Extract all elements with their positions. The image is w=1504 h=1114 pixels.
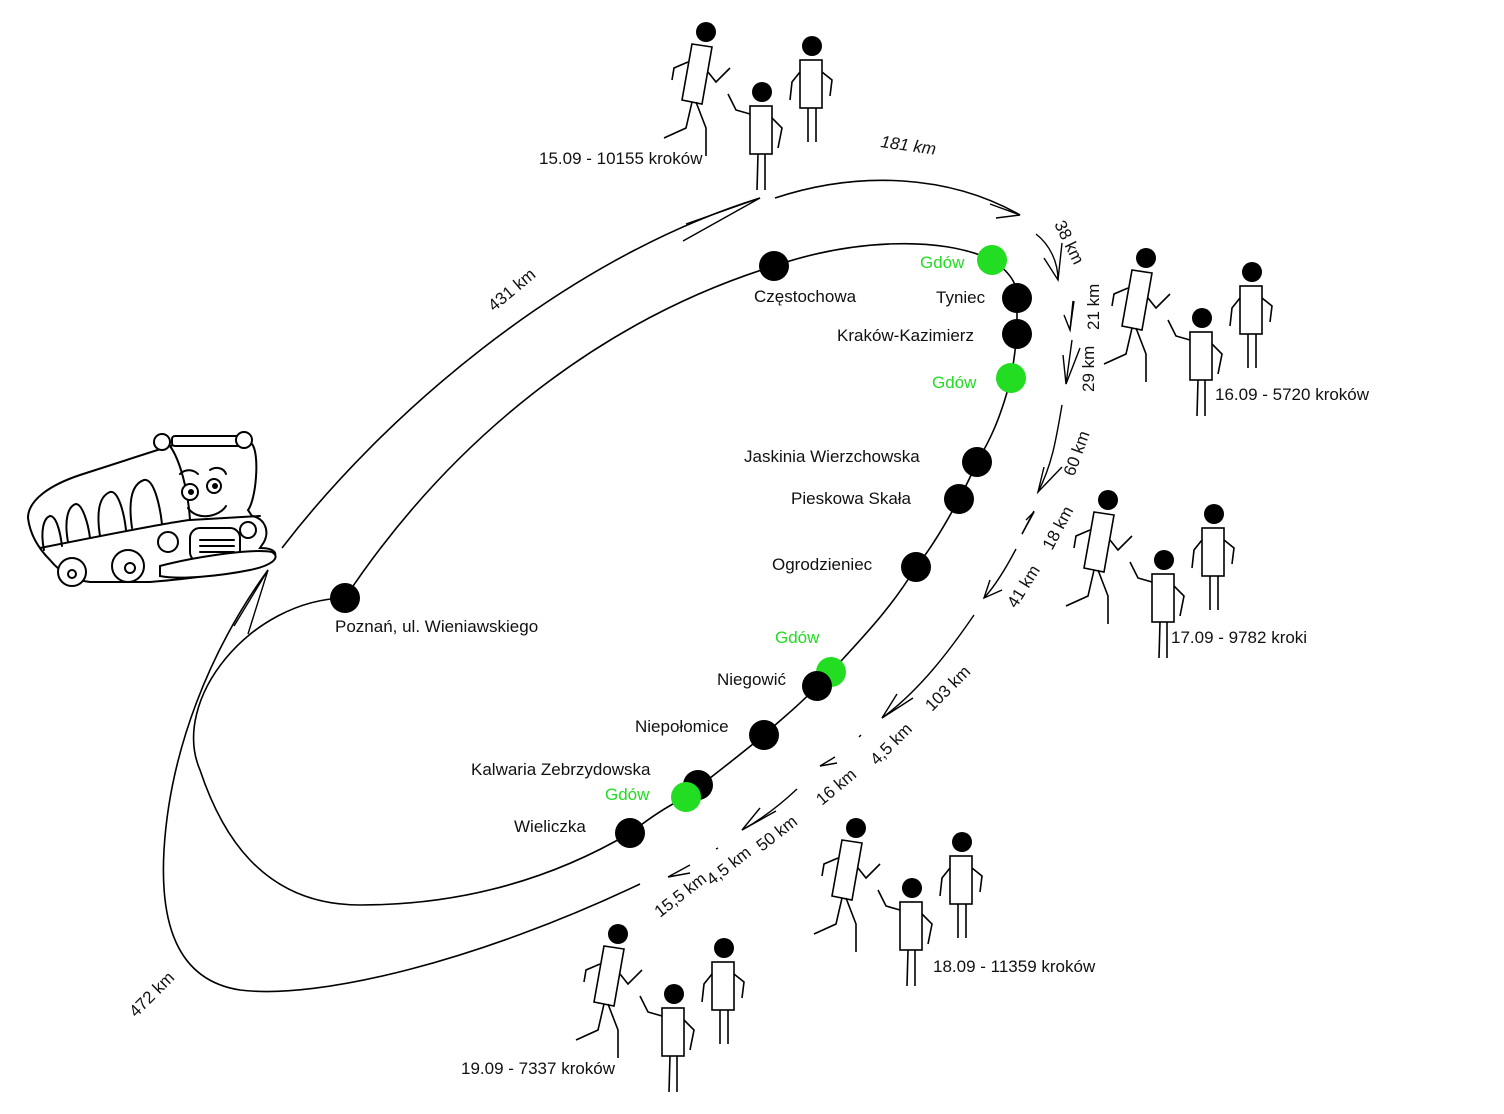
stop-label: Wieliczka: [514, 817, 586, 836]
stop-marker-green: [977, 245, 1007, 275]
distance-label-103: 103 km: [921, 662, 974, 715]
stop-marker-green: [671, 782, 701, 812]
stop-gdow-2: Gdów: [932, 363, 1026, 393]
stop-marker-black: [759, 251, 789, 281]
stop-tyniec: Tyniec: [936, 283, 1032, 313]
arrow-head-15-5: [667, 864, 691, 878]
route-segment-60: [1037, 404, 1063, 493]
arrow-head-472: [233, 569, 269, 635]
arrow-head-29: [1062, 347, 1081, 385]
walkers-day-4: 18.09 - 11359 kroków: [813, 817, 1096, 987]
stop-czestochowa: Częstochowa: [754, 251, 857, 306]
walkers-day-1: 15.09 - 10155 kroków: [539, 21, 833, 191]
walkers-day-3: 17.09 - 9782 kroki: [1065, 489, 1307, 659]
day-label: 17.09 - 9782 kroki: [1171, 628, 1307, 647]
day-label: 18.09 - 11359 kroków: [933, 957, 1096, 976]
stop-label: Kraków-Kazimierz: [837, 326, 974, 345]
arrow-head-431: [682, 197, 761, 242]
route-segment-41: [983, 548, 1017, 599]
arrow-head-16: [819, 756, 838, 767]
distance-label-15-5: 15,5 km: [651, 869, 710, 921]
stop-label: Niegowić: [717, 670, 786, 689]
stop-wieliczka: Wieliczka: [514, 817, 645, 848]
distance-label-38: 38 km: [1050, 217, 1087, 267]
distance-label-41: 41 km: [1003, 562, 1044, 611]
stop-ogrodzieniec: Ogrodzieniec: [772, 552, 931, 582]
distance-label-21: 21 km: [1084, 284, 1103, 330]
distance-label-18: 18 km: [1039, 503, 1078, 553]
route-segment-181: [774, 179, 1021, 216]
stop-label: Niepołomice: [635, 717, 729, 736]
stop-label: Ogrodzieniec: [772, 555, 873, 574]
stop-marker-black: [749, 720, 779, 750]
stop-marker-black: [1002, 319, 1032, 349]
stop-label: Pieskowa Skała: [791, 489, 912, 508]
arrow-head-50: [741, 807, 777, 831]
stop-marker-black: [802, 671, 832, 701]
arrow-head-60: [1036, 466, 1063, 495]
distance-label-4-5b: 4,5 km: [703, 843, 755, 889]
stop-marker-black: [944, 484, 974, 514]
stop-label: Jaskinia Wierzchowska: [744, 447, 920, 466]
route-segment-29: [1065, 339, 1073, 385]
arrow-head-18: [1021, 511, 1035, 535]
arrow-head-41: [982, 579, 1003, 600]
route-segment-4-5a: [858, 734, 862, 738]
distance-label-472: 472 km: [125, 968, 178, 1021]
walkers-day-2: 16.09 - 5720 kroków: [1103, 247, 1370, 417]
walkers-day-5: 19.09 - 7337 kroków: [461, 923, 745, 1093]
stop-label: Gdów: [775, 628, 820, 647]
day-label: 19.09 - 7337 kroków: [461, 1059, 616, 1078]
route-segment-431: [281, 197, 761, 549]
stops-route-line: [192, 242, 1018, 906]
distance-label-4-5a: 4,5 km: [866, 719, 916, 769]
bus-icon: [26, 431, 277, 587]
stop-marker-black: [1002, 283, 1032, 313]
stop-label: Poznań, ul. Wieniawskiego: [335, 617, 538, 636]
stop-label: Gdów: [920, 253, 965, 272]
stop-krakow-kazimierz: Kraków-Kazimierz: [837, 319, 1032, 349]
route-segment-38: [1035, 233, 1059, 281]
stop-gdow-1: Gdów: [920, 245, 1007, 275]
distance-label-29: 29 km: [1079, 346, 1098, 392]
distance-label-16: 16 km: [812, 765, 860, 809]
distance-label-60: 60 km: [1060, 428, 1094, 478]
stop-label: Gdów: [605, 785, 650, 804]
stop-pieskowa-skala: Pieskowa Skała: [791, 484, 974, 514]
distance-label-431: 431 km: [484, 265, 539, 315]
stop-gdow-4: Gdów: [605, 782, 701, 812]
distance-label-181: 181 km: [879, 132, 937, 159]
stop-poznan: Poznań, ul. Wieniawskiego: [330, 583, 538, 636]
stop-niegowic: Niegowić: [717, 670, 832, 701]
stop-marker-black: [615, 818, 645, 848]
stop-marker-black: [330, 583, 360, 613]
arrow-head-38: [1043, 242, 1063, 283]
stop-jaskinia-wierzchowska: Jaskinia Wierzchowska: [744, 447, 992, 477]
route-segment-103: [881, 614, 975, 719]
stop-label: Tyniec: [936, 288, 986, 307]
route-segment-4-5b: [715, 847, 719, 850]
route-segment-472: [162, 569, 641, 993]
stop-marker-black: [962, 447, 992, 477]
arrow-head-181: [989, 203, 1021, 219]
stop-label: Gdów: [932, 373, 977, 392]
stop-marker-green: [996, 363, 1026, 393]
day-label: 15.09 - 10155 kroków: [539, 149, 703, 168]
stop-marker-black: [901, 552, 931, 582]
arrow-head-21: [1063, 300, 1075, 333]
stop-label: Kalwaria Zebrzydowska: [471, 760, 651, 779]
arrow-head-103: [881, 693, 914, 719]
stop-label: Częstochowa: [754, 287, 857, 306]
day-label: 16.09 - 5720 kroków: [1215, 385, 1370, 404]
stop-niepolomice: Niepołomice: [635, 717, 779, 750]
